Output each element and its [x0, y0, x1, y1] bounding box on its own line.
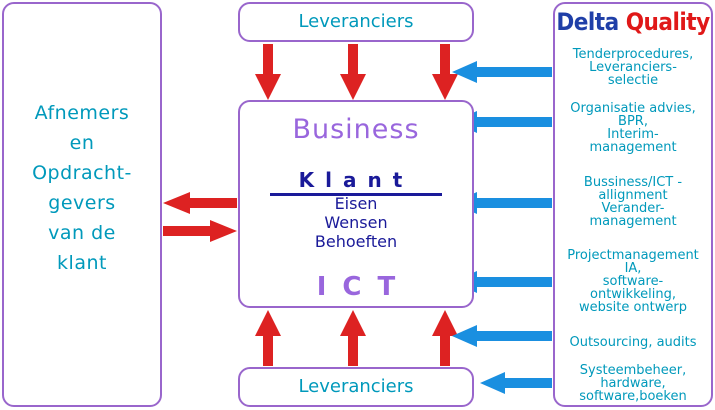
logo-delta: Delta [556, 8, 619, 36]
logo-quality: Quality [625, 8, 710, 36]
service-alignment-line-2: allignment [598, 188, 668, 203]
bottom-suppliers-label: Leveranciers [298, 376, 414, 397]
service-organisatie: Organisatie advies, BPR, Interim- manage… [555, 102, 711, 154]
service-outsourcing-line-1: Outsourcing, audits [569, 335, 697, 350]
service-project-line-2: IA, [624, 261, 642, 276]
customers-line-5: van de [48, 222, 116, 244]
arrow-blue-center-2 [452, 192, 552, 214]
ict-label: ICT [316, 272, 412, 302]
service-tender-line-1: Tenderprocedures, [572, 47, 694, 62]
customers-line-3: Opdracht- [32, 162, 132, 184]
service-tender: Tenderprocedures, Leveranciers- selectie [555, 48, 711, 87]
service-organisatie-line-4: management [589, 140, 677, 155]
customers-line-6: klant [57, 252, 107, 274]
service-organisatie-line-3: Interim- [607, 127, 659, 142]
arrow-top-supplier-down-2 [340, 44, 366, 100]
customers-line-2: en [69, 132, 95, 154]
service-alignment: Bussiness/ICT - allignment Verander- man… [555, 176, 711, 228]
service-systeembeheer: Systeembeheer, hardware, software,boeken [555, 364, 711, 403]
service-tender-line-2: Leveranciers- [589, 60, 677, 75]
service-systeembeheer-line-3: software,boeken [579, 389, 687, 404]
service-organisatie-line-2: BPR, [618, 114, 648, 129]
customers-box: Afnemers en Opdracht- gevers van de klan… [2, 2, 162, 407]
arrow-top-supplier-down-3 [432, 44, 458, 100]
bottom-suppliers-box: Leveranciers [238, 367, 474, 407]
arrow-to-customers [163, 192, 237, 214]
service-alignment-line-3: Verander- [601, 201, 665, 216]
delta-quality-box: Delta Quality Tenderprocedures, Leveranc… [553, 2, 713, 407]
business-label: Business [292, 114, 420, 145]
arrow-blue-center-1 [452, 111, 552, 133]
arrow-blue-bottom-supplier [480, 372, 552, 394]
needs-item-eisen: Eisen [334, 194, 378, 213]
arrow-bottom-supplier-up-3 [432, 310, 458, 366]
customers-line-4: gevers [48, 192, 116, 214]
service-tender-line-3: selectie [607, 73, 659, 88]
arrow-bottom-supplier-up-1 [255, 310, 281, 366]
service-project-line-4: ontwikkeling, [590, 287, 676, 302]
arrow-bottom-supplier-up-2 [340, 310, 366, 366]
delta-quality-logo: Delta Quality [555, 8, 711, 36]
service-project: Projectmanagement IA, software- ontwikke… [555, 249, 711, 314]
klant-label: Klant [270, 168, 442, 196]
arrow-from-customers [163, 220, 237, 242]
top-suppliers-box: Leveranciers [238, 2, 474, 42]
service-alignment-line-1: Bussiness/ICT - [583, 175, 683, 190]
arrow-top-supplier-down-1 [255, 44, 281, 100]
service-systeembeheer-line-2: hardware, [600, 376, 666, 391]
customers-text: Afnemers en Opdracht- gevers van de klan… [4, 98, 160, 278]
business-ict-box: Business Klant Eisen Wensen Behoeften IC… [238, 100, 474, 308]
top-suppliers-label: Leveranciers [298, 11, 414, 32]
service-project-line-1: Projectmanagement [567, 248, 699, 263]
service-alignment-line-4: management [589, 214, 677, 229]
service-outsourcing: Outsourcing, audits [555, 336, 711, 349]
customers-line-1: Afnemers [34, 102, 130, 124]
needs-item-wensen: Wensen [324, 213, 388, 232]
service-project-line-5: website ontwerp [578, 300, 687, 315]
service-project-line-3: software- [602, 274, 664, 289]
service-systeembeheer-line-1: Systeembeheer, [579, 363, 687, 378]
arrow-blue-bottom-outsourcing [452, 325, 552, 347]
service-organisatie-line-1: Organisatie advies, [570, 101, 696, 116]
needs-list: Eisen Wensen Behoeften [240, 194, 472, 251]
arrow-blue-top-supplier [452, 61, 552, 83]
needs-item-behoeften: Behoeften [314, 232, 398, 251]
arrow-blue-center-3 [452, 271, 552, 293]
